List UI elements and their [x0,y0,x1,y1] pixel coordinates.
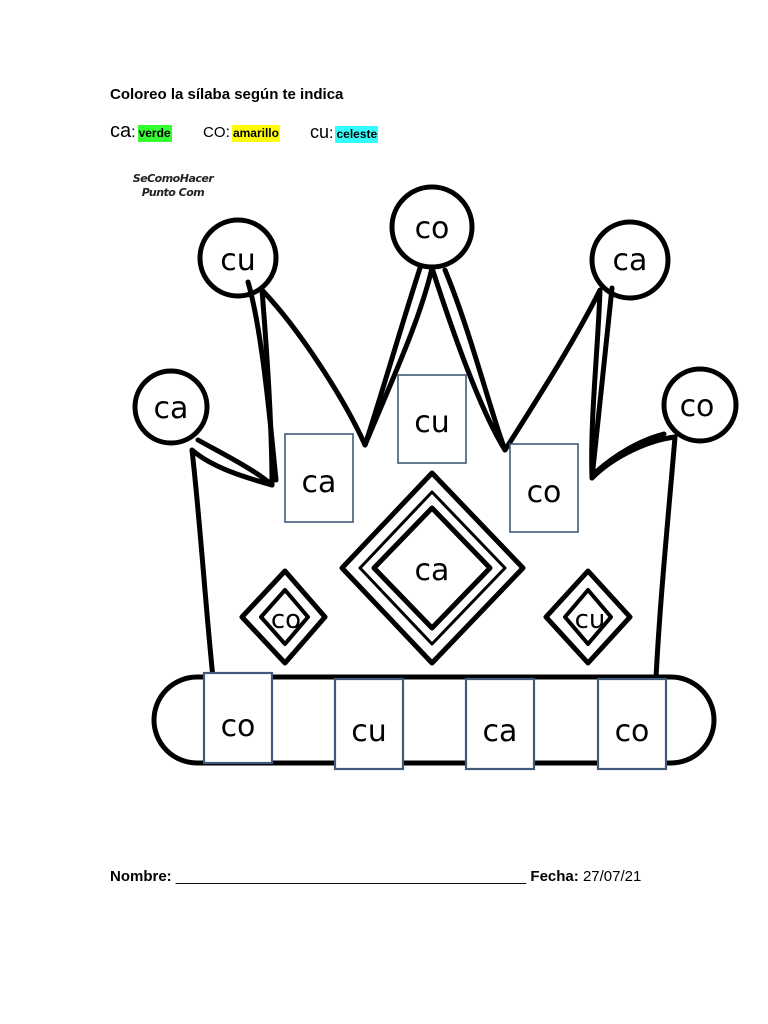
legend-color-label: verde [137,125,172,142]
small-diamond-left-outer [239,568,328,666]
syllable-box-left [284,433,354,523]
ball-top-center [389,184,475,270]
worksheet-title: Coloreo la sílaba según te indica [110,86,344,103]
watermark-line-2: Punto Com [141,186,205,199]
syllable-band-4: co [615,714,650,749]
band-box-2 [333,677,405,771]
syllable-left-ball: ca [154,391,189,426]
name-blank-line[interactable]: ________________________________________… [175,868,527,885]
crown-band [151,674,717,766]
legend-color-label: amarillo [231,125,280,142]
syllable-right-ball: co [680,389,715,424]
ball-top-left [197,217,279,299]
syllable-box-right-text: co [527,475,562,510]
ball-top-right [589,219,671,301]
syllable-small-diamond-left: co [271,605,301,635]
legend-syllable: CO [203,124,226,141]
legend-syllable: ca [110,120,132,142]
watermark-logo: SeComoHacer Punto Com [118,172,228,200]
watermark-line-1: SeComoHacer [132,172,214,185]
syllable-top-left-ball: cu [220,243,256,278]
syllable-top-right-ball: ca [613,243,648,278]
legend-colon: : [131,124,136,141]
ball-right [661,366,739,444]
syllable-box-center [397,374,467,464]
ball-left [132,368,210,446]
band-box-3 [464,677,536,771]
legend-item-co: CO: amarillo [203,124,280,150]
band-box-4 [596,677,668,771]
legend-item-ca: ca: verde [110,120,172,146]
legend-colon: : [225,124,230,141]
syllable-box-center-text: cu [414,405,450,440]
syllable-small-diamond-right: cu [575,605,606,635]
legend-color-label: celeste [335,126,379,143]
syllable-center-diamond: ca [415,553,450,588]
center-diamond-inner [371,505,493,631]
center-diamond-outer [339,470,526,666]
syllable-top-center-ball: co [415,211,450,246]
syllable-band-2: cu [351,714,387,749]
legend-syllable: cu [310,122,330,142]
legend-item-cu: cu: celeste [310,122,379,148]
small-diamond-right-outer [543,568,633,666]
syllable-band-3: ca [483,714,518,749]
date-value: 27/07/21 [582,868,642,885]
name-label: Nombre: [110,868,172,885]
syllable-band-1: co [221,709,256,744]
footer-line: Nombre: ________________________________… [110,868,641,885]
legend-colon: : [329,125,334,142]
date-label: Fecha: [530,868,579,885]
band-box-1 [202,671,274,765]
syllable-box-left-text: ca [302,465,337,500]
syllable-box-right [509,443,579,533]
